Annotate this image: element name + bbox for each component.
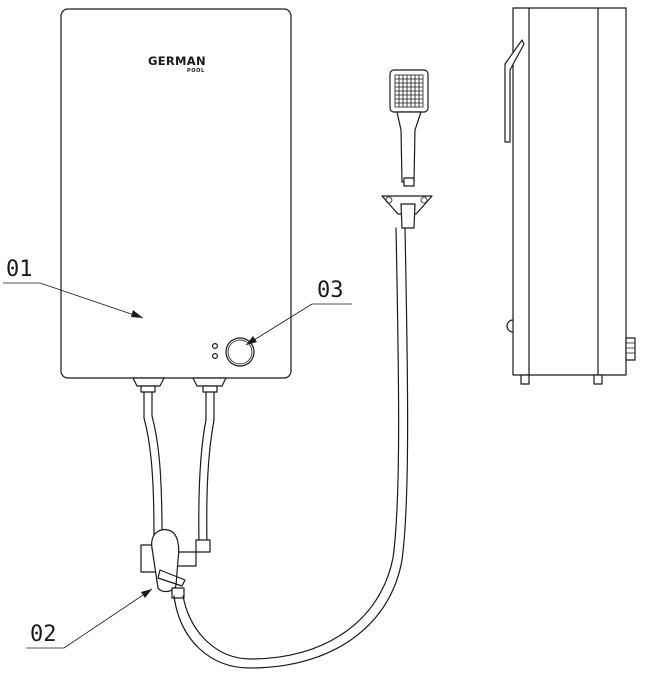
heater-side-view: [504, 7, 636, 385]
callout-03-label: 03: [317, 278, 344, 303]
mixing-valve: [140, 529, 197, 599]
brand-sub: POOL: [187, 68, 205, 74]
brand-name: GERMAN: [148, 54, 206, 68]
wall-bracket: [504, 39, 525, 143]
shower-hose: [173, 227, 409, 669]
heater-front-view: GERMAN POOL: [60, 8, 292, 599]
callout-02: 02: [26, 588, 153, 649]
callout-03: 03: [245, 278, 352, 346]
side-connector-left: [520, 374, 530, 385]
side-connector-right: [593, 374, 603, 385]
indicator-light-bottom: [212, 353, 219, 360]
callout-02-label: 02: [30, 622, 57, 647]
shower-head-grid: [394, 74, 424, 108]
shower-handle: [396, 111, 422, 183]
side-knob: [625, 337, 636, 361]
side-body: [512, 7, 627, 376]
heater-body: [60, 8, 292, 379]
supply-pipes: [143, 391, 215, 553]
inlet-connectors: [132, 377, 227, 393]
callout-01-label: 01: [6, 257, 33, 282]
temperature-knob: [225, 337, 255, 367]
hand-shower: [381, 69, 433, 229]
indicator-light-top: [212, 343, 219, 350]
callout-01: 01: [3, 257, 144, 319]
